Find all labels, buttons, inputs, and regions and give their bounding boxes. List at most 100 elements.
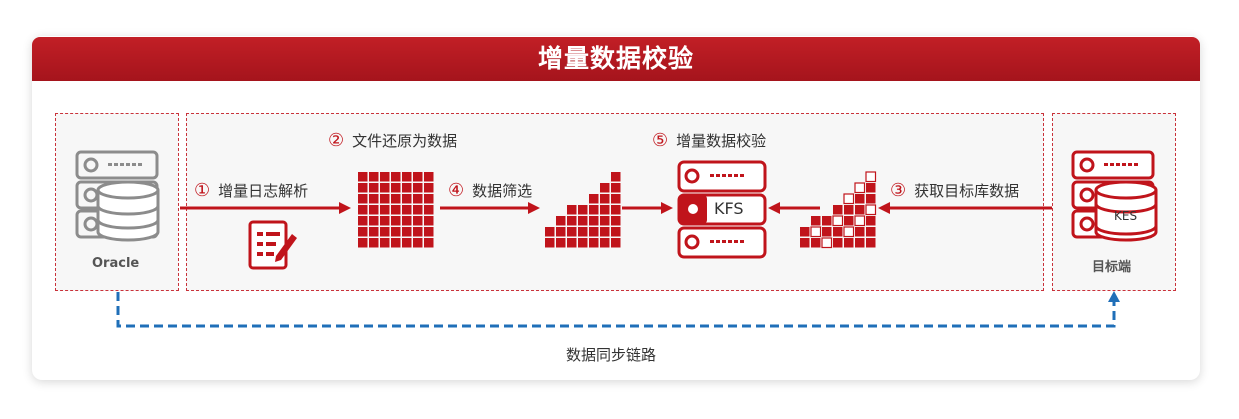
step-2: ② 文件还原为数据 bbox=[328, 130, 457, 151]
stair-cell bbox=[611, 194, 621, 204]
stair-cell bbox=[865, 204, 877, 216]
grid-cell bbox=[391, 238, 401, 248]
grid-cell bbox=[402, 183, 412, 193]
stair-cell bbox=[866, 227, 876, 237]
grid-cell bbox=[424, 227, 434, 237]
grid-cell bbox=[380, 194, 390, 204]
grid-cell bbox=[380, 205, 390, 215]
stair-cell bbox=[567, 205, 577, 215]
target-label: 目标端 bbox=[1092, 260, 1132, 275]
grid-cell bbox=[413, 183, 423, 193]
grid-cell bbox=[358, 227, 368, 237]
grid-cell bbox=[369, 238, 379, 248]
stair-cell bbox=[611, 227, 621, 237]
stair-cell bbox=[600, 183, 610, 193]
stair-cell bbox=[611, 216, 621, 226]
grid-cell bbox=[369, 194, 379, 204]
grid-cell bbox=[391, 227, 401, 237]
grid-cell bbox=[391, 172, 401, 182]
stair-cell bbox=[545, 227, 555, 237]
stair-cell bbox=[866, 216, 876, 226]
stair-cell bbox=[866, 183, 876, 193]
grid-cell bbox=[424, 172, 434, 182]
grid-cell bbox=[413, 227, 423, 237]
grid-cell bbox=[380, 238, 390, 248]
stair-cell bbox=[821, 237, 833, 249]
grid-cell bbox=[402, 205, 412, 215]
grid-cell bbox=[358, 172, 368, 182]
step-2-number: ② bbox=[328, 130, 345, 151]
stair-cell bbox=[822, 216, 832, 226]
step-4-text: 数据筛选 bbox=[472, 182, 533, 200]
step-2-text: 文件还原为数据 bbox=[352, 132, 458, 150]
stair-cell bbox=[589, 205, 599, 215]
grid-cell bbox=[358, 205, 368, 215]
stair-cell bbox=[844, 205, 854, 215]
log-document-icon bbox=[248, 220, 297, 270]
grid-cell bbox=[424, 194, 434, 204]
stair-cell bbox=[589, 194, 599, 204]
stair-cell bbox=[589, 216, 599, 226]
source-label: Oracle bbox=[92, 256, 140, 271]
stair-cell bbox=[600, 194, 610, 204]
oracle-db-icon bbox=[96, 180, 160, 242]
target-data-blocks bbox=[800, 171, 877, 249]
grid-cell bbox=[424, 216, 434, 226]
stair-cell bbox=[567, 238, 577, 248]
grid-cell bbox=[380, 227, 390, 237]
sync-link-arrow bbox=[1108, 291, 1120, 302]
sync-label: 数据同步链路 bbox=[566, 346, 657, 364]
grid-cell bbox=[369, 183, 379, 193]
restored-data-grid bbox=[358, 172, 434, 248]
grid-cell bbox=[369, 227, 379, 237]
target-db-label: KES bbox=[1114, 209, 1138, 223]
stair-cell bbox=[854, 182, 866, 194]
step-3-text: 获取目标库数据 bbox=[914, 182, 1020, 200]
grid-cell bbox=[402, 172, 412, 182]
stair-cell bbox=[611, 238, 621, 248]
stair-cell bbox=[611, 205, 621, 215]
stair-cell bbox=[600, 205, 610, 215]
stair-cell bbox=[855, 238, 865, 248]
stair-cell bbox=[822, 227, 832, 237]
step-5-text: 增量数据校验 bbox=[676, 132, 767, 150]
stair-cell bbox=[866, 194, 876, 204]
step-5-number: ⑤ bbox=[652, 130, 669, 151]
sync-link-line bbox=[116, 292, 1116, 328]
stair-cell bbox=[567, 216, 577, 226]
grid-cell bbox=[369, 205, 379, 215]
filtered-data-blocks bbox=[545, 172, 621, 248]
stair-cell bbox=[545, 238, 555, 248]
stair-cell bbox=[556, 227, 566, 237]
grid-cell bbox=[358, 238, 368, 248]
stair-cell bbox=[866, 238, 876, 248]
grid-cell bbox=[413, 216, 423, 226]
grid-cell bbox=[369, 172, 379, 182]
stair-cell bbox=[600, 238, 610, 248]
stair-cell bbox=[855, 227, 865, 237]
grid-cell bbox=[402, 194, 412, 204]
stair-cell bbox=[833, 227, 843, 237]
grid-cell bbox=[391, 194, 401, 204]
stair-cell bbox=[567, 227, 577, 237]
stair-cell bbox=[844, 238, 854, 248]
stair-cell bbox=[556, 238, 566, 248]
grid-cell bbox=[413, 172, 423, 182]
grid-cell bbox=[424, 183, 434, 193]
grid-cell bbox=[402, 227, 412, 237]
diagram-title: 增量数据校验 bbox=[32, 37, 1200, 81]
step-4-number: ④ bbox=[448, 180, 465, 201]
stair-cell bbox=[811, 216, 821, 226]
stair-cell bbox=[854, 215, 866, 227]
grid-cell bbox=[424, 238, 434, 248]
grid-cell bbox=[358, 194, 368, 204]
grid-cell bbox=[358, 216, 368, 226]
grid-cell bbox=[413, 205, 423, 215]
stair-cell bbox=[811, 238, 821, 248]
step-3-number: ③ bbox=[890, 180, 907, 201]
stair-cell bbox=[810, 226, 822, 238]
grid-cell bbox=[413, 194, 423, 204]
stair-cell bbox=[611, 183, 621, 193]
stair-cell bbox=[800, 238, 810, 248]
